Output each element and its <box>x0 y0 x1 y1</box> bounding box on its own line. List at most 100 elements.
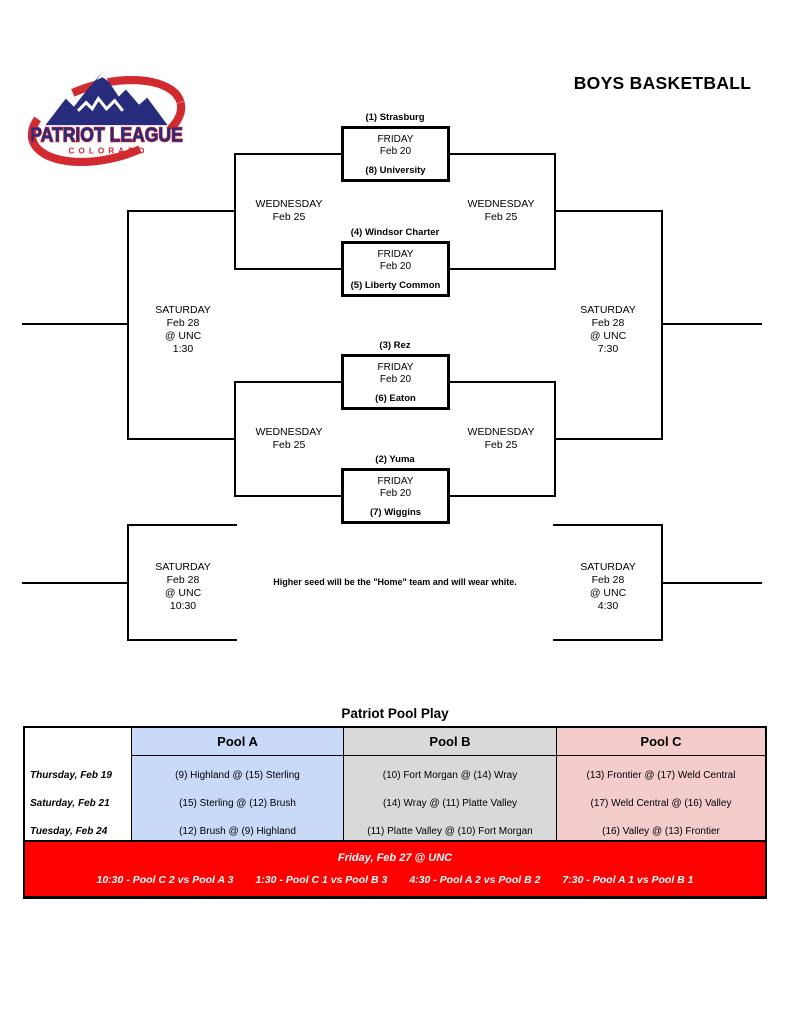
final-time: 7:30 <box>597 343 619 355</box>
bracket-line <box>553 639 663 641</box>
bracket-line <box>234 381 236 497</box>
bracket-line <box>661 210 663 440</box>
championship-game: 4:30 - Pool A 2 vs Pool B 2 <box>409 874 541 886</box>
final-label: SATURDAY Feb 28 @ UNC 1:30 <box>133 304 233 356</box>
mountain-icon <box>45 72 168 126</box>
pool-b-game: (10) Fort Morgan @ (14) Wray <box>344 756 557 784</box>
round-label: WEDNESDAY Feb 25 <box>239 426 339 452</box>
pool-c-game: (17) Weld Central @ (16) Valley <box>557 784 765 812</box>
team-label: (5) Liberty Common <box>350 280 441 291</box>
bracket-line <box>22 323 129 325</box>
game-box: FRIDAY Feb 20 (7) Wiggins <box>341 468 450 524</box>
game-day: FRIDAY <box>377 249 414 260</box>
final-label: SATURDAY Feb 28 @ UNC 7:30 <box>558 304 658 356</box>
game-box: FRIDAY Feb 20 (6) Eaton <box>341 354 450 410</box>
final-date: Feb 28 <box>591 317 625 329</box>
snow-cap-icon <box>96 72 109 82</box>
pool-c-game: (16) Valley @ (13) Frontier <box>557 812 765 840</box>
bracket-line <box>234 381 341 383</box>
pool-b-header: Pool B <box>344 728 557 756</box>
pool-c-header: Pool C <box>557 728 765 756</box>
round-label: WEDNESDAY Feb 25 <box>451 426 551 452</box>
final-time: 10:30 <box>169 600 197 612</box>
final-day: SATURDAY <box>580 561 636 573</box>
round-date: Feb 25 <box>484 211 518 223</box>
championship-game: 7:30 - Pool A 1 vs Pool B 1 <box>562 874 694 886</box>
bracket-line <box>127 524 129 641</box>
game-box: FRIDAY Feb 20 (5) Liberty Common <box>341 241 450 297</box>
bracket-line <box>22 582 129 584</box>
bracket-line <box>234 153 236 270</box>
championship-banner: Friday, Feb 27 @ UNC 10:30 - Pool C 2 vs… <box>25 840 765 897</box>
final-label: SATURDAY Feb 28 @ UNC 4:30 <box>558 561 658 613</box>
bracket-line <box>553 524 663 526</box>
bracket-line <box>234 495 341 497</box>
round-day: WEDNESDAY <box>255 198 323 210</box>
final-venue: @ UNC <box>589 587 627 599</box>
round-day: WEDNESDAY <box>467 198 535 210</box>
game-date: Feb 20 <box>379 488 412 499</box>
team-label: (1) Strasburg <box>365 112 425 123</box>
final-day: SATURDAY <box>155 304 211 316</box>
logo-name: PATRIOT LEAGUE <box>30 124 183 146</box>
championship-games: 10:30 - Pool C 2 vs Pool A 3 1:30 - Pool… <box>25 874 765 886</box>
bracket-line <box>450 381 556 383</box>
game-day: FRIDAY <box>377 134 414 145</box>
pool-header-corner <box>25 728 132 756</box>
final-label: SATURDAY Feb 28 @ UNC 10:30 <box>133 561 233 613</box>
home-team-note: Higher seed will be the "Home" team and … <box>273 577 517 587</box>
logo-subtitle: COLORADO <box>69 147 149 156</box>
row-date: Thursday, Feb 19 <box>25 756 132 784</box>
round-date: Feb 25 <box>272 439 306 451</box>
game-day: FRIDAY <box>377 476 414 487</box>
team-label: (8) University <box>365 165 426 176</box>
round-date: Feb 25 <box>272 211 306 223</box>
pool-play-table: Pool A Pool B Pool C Thursday, Feb 19 (9… <box>23 726 767 899</box>
bracket-line <box>127 438 236 440</box>
bracket-line <box>450 268 556 270</box>
round-day: WEDNESDAY <box>255 426 323 438</box>
team-label: (4) Windsor Charter <box>350 227 440 238</box>
team-label: (6) Eaton <box>375 393 416 404</box>
pool-a-game: (12) Brush @ (9) Highland <box>132 812 344 840</box>
final-time: 4:30 <box>597 600 619 612</box>
pool-b-game: (11) Platte Valley @ (10) Fort Morgan <box>344 812 557 840</box>
bracket-line <box>554 210 663 212</box>
bracket-line <box>554 381 556 497</box>
patriot-league-logo: PATRIOT LEAGUE COLORADO <box>27 72 186 167</box>
team-label: (2) Yuma <box>375 454 415 465</box>
championship-game: 10:30 - Pool C 2 vs Pool A 3 <box>96 874 234 886</box>
bracket-line <box>450 153 556 155</box>
row-date: Saturday, Feb 21 <box>25 784 132 812</box>
pool-a-header: Pool A <box>132 728 344 756</box>
game-day: FRIDAY <box>377 362 414 373</box>
final-date: Feb 28 <box>166 574 200 586</box>
bracket-line <box>661 582 762 584</box>
pool-b-game: (14) Wray @ (11) Platte Valley <box>344 784 557 812</box>
final-day: SATURDAY <box>155 561 211 573</box>
team-label: (7) Wiggins <box>369 507 422 518</box>
round-day: WEDNESDAY <box>467 426 535 438</box>
game-date: Feb 20 <box>379 374 412 385</box>
pool-play-title: Patriot Pool Play <box>341 706 449 721</box>
bracket-line <box>661 524 663 641</box>
page-title: BOYS BASKETBALL <box>573 73 752 93</box>
championship-title: Friday, Feb 27 @ UNC <box>337 852 453 864</box>
bracket-line <box>127 210 129 440</box>
final-date: Feb 28 <box>591 574 625 586</box>
pool-c-game: (13) Frontier @ (17) Weld Central <box>557 756 765 784</box>
game-box: FRIDAY Feb 20 (8) University <box>341 126 450 182</box>
bracket-line <box>661 323 762 325</box>
bracket-line <box>127 210 236 212</box>
bracket-line <box>127 639 237 641</box>
bracket-line <box>554 153 556 270</box>
bracket-line <box>554 438 663 440</box>
bracket-line <box>234 268 342 270</box>
championship-game: 1:30 - Pool C 1 vs Pool B 3 <box>255 874 388 886</box>
final-date: Feb 28 <box>166 317 200 329</box>
round-label: WEDNESDAY Feb 25 <box>451 198 551 224</box>
final-time: 1:30 <box>172 343 194 355</box>
round-label: WEDNESDAY Feb 25 <box>239 198 339 224</box>
game-date: Feb 20 <box>379 146 412 157</box>
bracket-line <box>234 153 343 155</box>
